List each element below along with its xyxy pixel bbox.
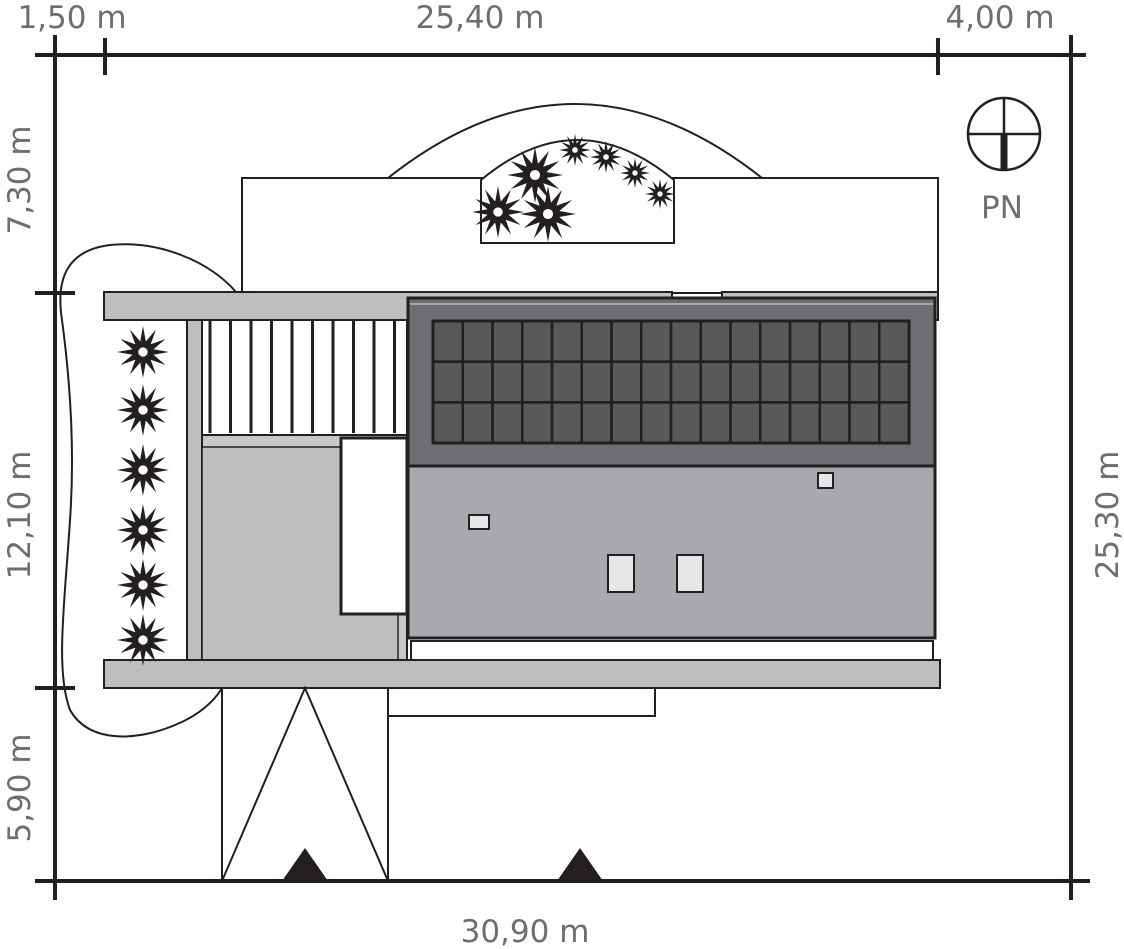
plant-center bbox=[138, 347, 148, 357]
solar-panels bbox=[431, 319, 911, 445]
plant-center bbox=[138, 635, 148, 645]
dim-left-top: 7,30 m bbox=[2, 125, 38, 234]
plants bbox=[117, 134, 675, 666]
plant-center bbox=[493, 207, 503, 217]
dim-top-middle: 25,40 m bbox=[416, 0, 545, 36]
bottom-slab bbox=[103, 659, 941, 689]
pergola bbox=[201, 319, 408, 436]
back-terrace-arc bbox=[387, 103, 763, 179]
compass-label: PN bbox=[981, 190, 1023, 226]
dim-left-bottom: 5,90 m bbox=[2, 733, 38, 842]
left-column bbox=[186, 319, 203, 661]
entrance-step bbox=[387, 687, 656, 717]
plant-center bbox=[657, 191, 663, 197]
pergola-slats bbox=[208, 320, 396, 433]
plant-center bbox=[632, 170, 638, 176]
dim-left-middle: 12,10 m bbox=[2, 451, 38, 580]
plot-boundary bbox=[35, 35, 1090, 900]
plant-center bbox=[529, 169, 541, 181]
plant-center bbox=[138, 525, 148, 535]
car-entrance-marker bbox=[282, 848, 328, 881]
roof-lower bbox=[406, 464, 937, 640]
plant-center bbox=[542, 208, 554, 220]
solar-panel bbox=[878, 401, 911, 445]
roof-strip bbox=[410, 640, 934, 661]
north-compass-icon bbox=[966, 96, 1042, 172]
skylight bbox=[339, 436, 409, 616]
dim-top-right: 4,00 m bbox=[945, 0, 1054, 36]
plant-center bbox=[138, 465, 148, 475]
roof-window bbox=[468, 514, 490, 530]
roof-window bbox=[607, 554, 635, 593]
dim-right: 25,30 m bbox=[1090, 451, 1124, 580]
plant-center bbox=[572, 147, 578, 153]
roof-window bbox=[676, 554, 704, 593]
dim-bottom: 30,90 m bbox=[461, 914, 590, 949]
dim-top-left: 1,50 m bbox=[17, 0, 126, 36]
plant-center bbox=[138, 580, 148, 590]
plant-center bbox=[603, 154, 609, 160]
roof-window bbox=[817, 472, 834, 489]
plant-center bbox=[138, 405, 148, 415]
garden-outline bbox=[59, 243, 237, 738]
pedestrian-entrance-marker bbox=[557, 848, 603, 881]
